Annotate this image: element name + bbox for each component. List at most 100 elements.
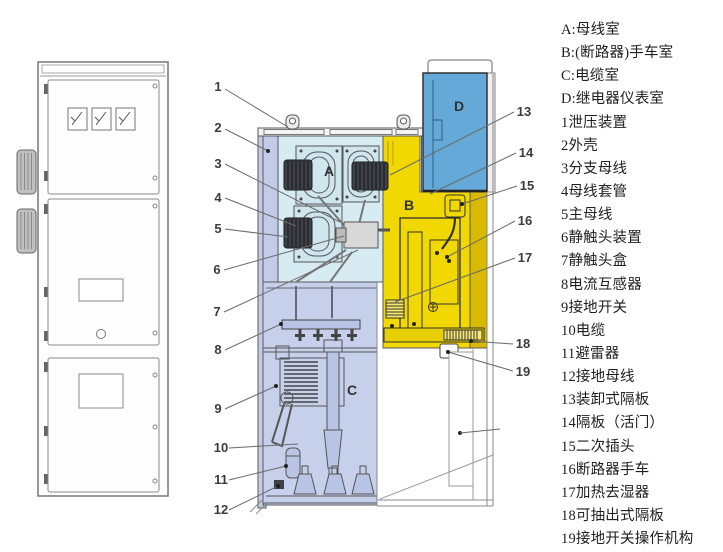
legend-item: 12接地母线 — [561, 369, 635, 386]
screw — [152, 330, 158, 336]
callout-4: 4 — [214, 190, 222, 205]
cabinet-section-view: A B C D — [249, 59, 501, 515]
grounding-switch — [271, 391, 294, 448]
leader-lines — [223, 88, 518, 511]
relay-box-cap — [427, 59, 493, 75]
legend-item: 5主母线 — [561, 207, 613, 224]
breaker-handcart — [383, 194, 485, 359]
callout-3: 3 — [214, 156, 221, 171]
callout-10: 10 — [214, 440, 228, 455]
legend-item: 17加热去湿器 — [561, 484, 650, 501]
rear-lower-frame — [376, 74, 501, 507]
meter-icon — [91, 107, 112, 131]
screw — [152, 424, 158, 430]
meter-icon — [115, 107, 136, 131]
branch-busbar — [295, 195, 366, 283]
legend-item: 3分支母线 — [561, 160, 628, 177]
heater-dehumidifier — [385, 299, 405, 319]
instrument-door — [47, 79, 160, 195]
open-door-line — [379, 454, 494, 500]
callout-8: 8 — [214, 342, 221, 357]
legend-item: 7静触头盒 — [561, 253, 628, 270]
legend-item: 10电缆 — [561, 322, 606, 339]
legend-item: C:电缆室 — [561, 68, 620, 85]
compartment-c — [262, 281, 378, 506]
ground-hatch — [249, 499, 269, 515]
callout-15: 15 — [520, 178, 534, 193]
callout-18: 18 — [516, 336, 530, 351]
legend-item: 8电流互感器 — [561, 276, 642, 293]
compartment-b-label: B — [404, 197, 414, 213]
legend-item: 1泄压装置 — [561, 114, 628, 131]
legend-item: 15二次插头 — [561, 438, 635, 455]
secondary-plug — [441, 194, 466, 250]
screw — [152, 83, 158, 89]
callout-19: 19 — [516, 364, 530, 379]
compartment-d — [422, 72, 488, 192]
callout-9: 9 — [214, 401, 221, 416]
lifting-eye — [285, 114, 300, 130]
callout-6: 6 — [213, 262, 220, 277]
screw — [152, 478, 158, 484]
legend-item: 6静触头装置 — [561, 230, 642, 247]
cabinet-top-band — [41, 64, 165, 74]
pipe-hangers — [295, 329, 357, 341]
middle-door — [47, 198, 160, 346]
compartment-a-label: A — [324, 163, 334, 179]
relay-door-handle — [432, 119, 443, 141]
legend-item: 14隔板（活门） — [561, 415, 665, 432]
legend-item: 4母线套管 — [561, 183, 628, 200]
static-contact-device — [335, 227, 347, 243]
compartment-b-rear-edge — [469, 191, 488, 349]
legend-item: 18可抽出式隔板 — [561, 507, 665, 524]
legend-item: 9接地开关 — [561, 299, 628, 316]
meter-icon — [67, 107, 88, 131]
door-knob — [96, 329, 106, 339]
lightning-arrester — [285, 447, 301, 479]
callout-numbers: 1 2 3 4 5 6 7 8 9 10 11 12 13 14 15 16 1… — [213, 79, 534, 517]
callout-16: 16 — [518, 213, 532, 228]
busbar-room-details — [283, 145, 390, 283]
cable-room-details — [249, 286, 377, 515]
cable-terminations — [293, 465, 375, 495]
door-window — [78, 373, 124, 409]
cabinet-handle — [16, 149, 37, 195]
bottom-door — [47, 357, 160, 493]
main-busbar — [283, 217, 313, 249]
callout-17: 17 — [518, 250, 532, 265]
screw — [152, 175, 158, 181]
callout-13: 13 — [517, 104, 531, 119]
ct-bus-pipe — [281, 319, 361, 330]
screw — [152, 203, 158, 209]
branch-busbar-bar — [351, 161, 389, 191]
withdrawable-partition — [443, 329, 483, 341]
legend-item: 2外壳 — [561, 137, 598, 154]
current-transformer — [279, 357, 345, 407]
hinges — [44, 84, 48, 484]
callout-11: 11 — [214, 472, 228, 487]
compartment-d-group — [422, 59, 496, 193]
callout-1: 1 — [214, 79, 221, 94]
legend-item: 13装卸式隔板 — [561, 392, 650, 409]
callout-12: 12 — [214, 502, 228, 517]
screw — [152, 372, 158, 378]
legend-item: D:继电器仪表室 — [561, 91, 665, 108]
legend: A:母线室 B:(断路器)手车室 C:电缆室 D:继电器仪表室 1泄压装置 2外… — [561, 19, 723, 551]
callout-2: 2 — [214, 120, 221, 135]
lifting-eye — [396, 114, 411, 130]
rear-door-panel — [448, 351, 474, 487]
compartment-c-label: C — [347, 382, 357, 398]
compartment-d-label: D — [454, 98, 464, 114]
legend-item: 19接地开关操作机构 — [561, 531, 694, 548]
callout-7: 7 — [213, 304, 220, 319]
legend-item: 16断路器手车 — [561, 461, 650, 478]
cabinet-handle — [16, 208, 37, 254]
main-busbar — [283, 159, 313, 191]
legend-item: 11避雷器 — [561, 345, 620, 362]
cable — [323, 339, 343, 491]
door-window — [78, 278, 124, 302]
legend-item: B:(断路器)手车室 — [561, 45, 674, 62]
static-contact-box — [343, 221, 379, 249]
